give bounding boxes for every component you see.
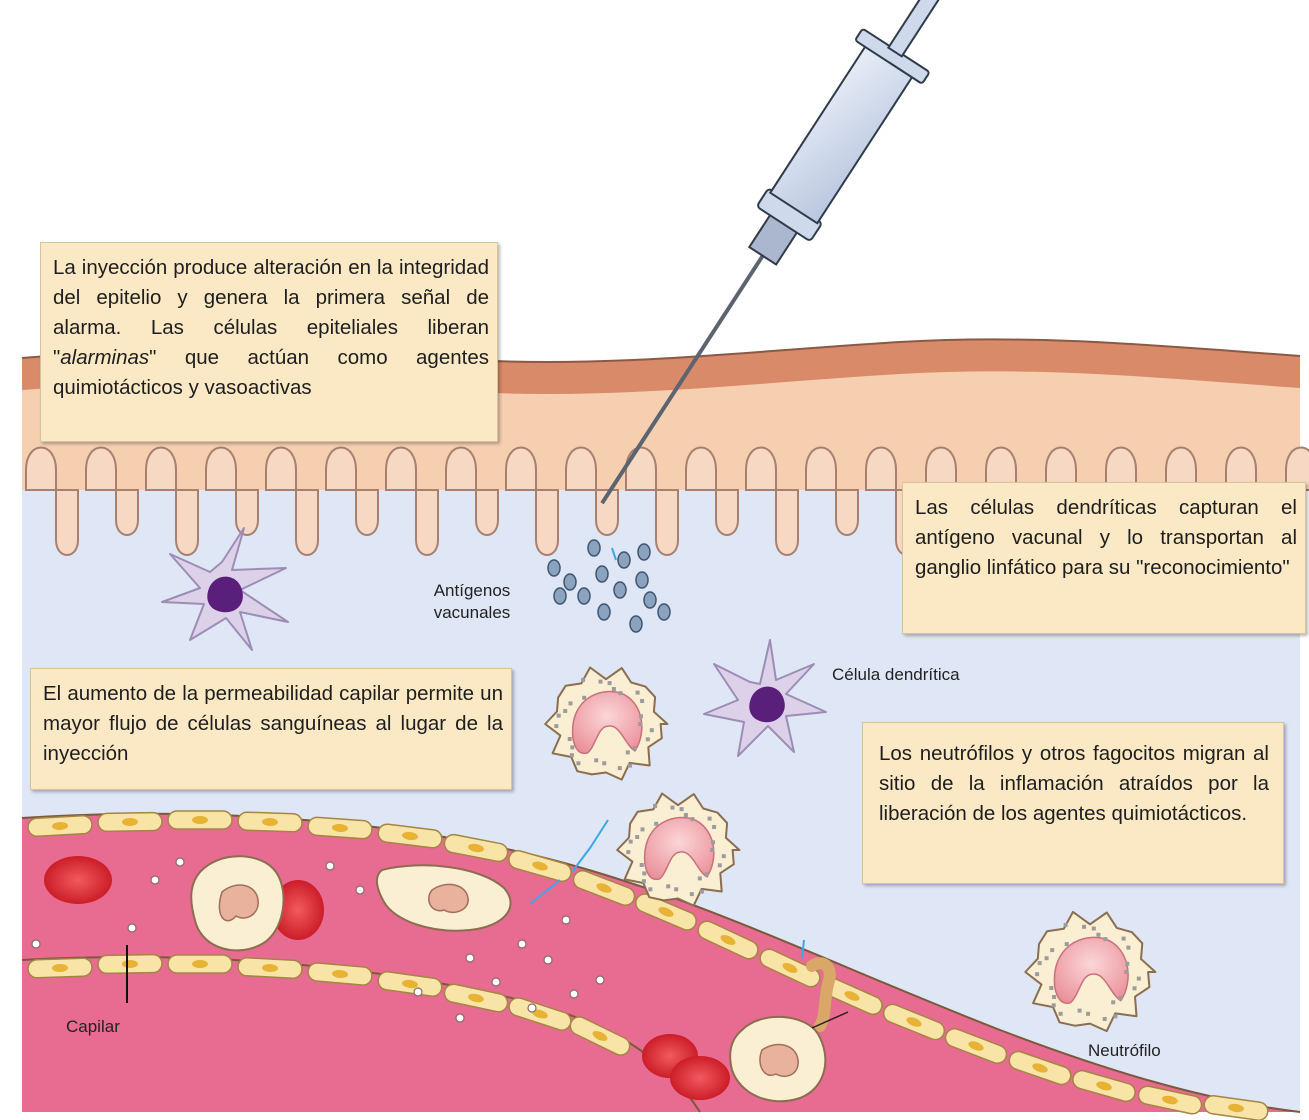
endothelial-cell — [98, 812, 162, 831]
particle — [562, 916, 570, 924]
callout-permeability-text: El aumento de la permeabilidad capilar p… — [43, 682, 503, 765]
antigen — [564, 574, 576, 590]
callout-dendritic: Las células dendríticas capturan el antí… — [902, 482, 1306, 634]
particle — [528, 1004, 536, 1012]
antigen — [630, 616, 642, 632]
vessel-neutrophil-1 — [191, 856, 283, 950]
callout-dendritic-text: Las células dendríticas capturan el antí… — [915, 496, 1297, 579]
particle — [128, 924, 136, 932]
endothelial-cell — [28, 958, 93, 978]
antigen — [548, 560, 560, 576]
antigen — [638, 544, 650, 560]
antigen — [636, 572, 648, 588]
particle — [492, 978, 500, 986]
antigen — [598, 604, 610, 620]
particle — [414, 988, 422, 996]
antigens-label: Antígenos vacunales — [420, 580, 524, 624]
particle — [596, 976, 604, 984]
antigen — [658, 604, 670, 620]
endothelial-cell — [28, 815, 93, 836]
callout-neutrophils-text: Los neutrófilos y otros fagocitos migran… — [879, 742, 1269, 825]
red-blood-cell — [44, 856, 112, 904]
endothelial-cell — [307, 817, 372, 839]
callout-injection: La inyección produce alteración en la in… — [40, 242, 498, 442]
endothelial-cell — [238, 957, 303, 978]
neutrophil-label: Neutrófilo — [1088, 1040, 1161, 1062]
callout-neutrophils: Los neutrófilos y otros fagocitos migran… — [862, 722, 1284, 884]
endothelial-cell — [168, 955, 232, 973]
endothelial-cell — [98, 954, 162, 973]
particle — [466, 954, 474, 962]
antigens-label-line-2: vacunales — [420, 602, 524, 624]
endothelial-cell — [168, 811, 232, 829]
particle — [456, 1014, 464, 1022]
antigen — [614, 582, 626, 598]
antigen — [578, 588, 590, 604]
antigen — [596, 566, 608, 582]
particle — [176, 858, 184, 866]
red-blood-cell — [670, 1056, 730, 1100]
antigen — [554, 588, 566, 604]
particle — [32, 940, 40, 948]
particle — [518, 940, 526, 948]
antigens-label-line-1: Antígenos — [420, 580, 524, 602]
antigen — [644, 592, 656, 608]
capillary-label: Capilar — [66, 1016, 120, 1038]
particle — [151, 876, 159, 884]
dendritic-cell-label: Célula dendrítica — [832, 664, 960, 686]
antigen — [618, 552, 630, 568]
callout-permeability: El aumento de la permeabilidad capilar p… — [30, 668, 512, 790]
particle — [356, 886, 364, 894]
endothelial-cell — [238, 812, 303, 832]
callout-injection-emphasis: alarminas — [60, 346, 149, 369]
particle — [544, 956, 552, 964]
antigen — [588, 540, 600, 556]
particle — [326, 862, 334, 870]
particle — [570, 990, 578, 998]
